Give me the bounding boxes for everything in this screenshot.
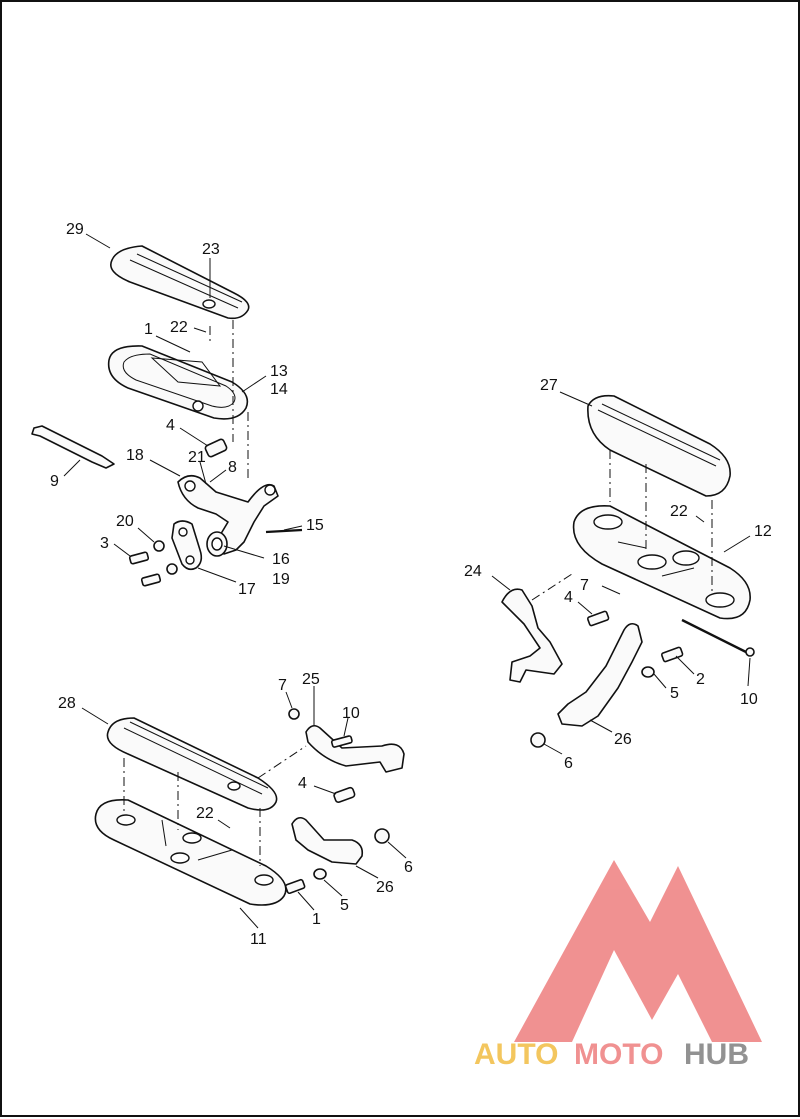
callout-7: 7: [580, 577, 589, 594]
callout-17: 17: [238, 581, 256, 598]
footboard-pad-27: [587, 394, 731, 497]
bolt-10-bottom: [330, 735, 353, 748]
callout-5: 5: [670, 685, 679, 702]
bolt-2: [660, 646, 684, 663]
automotohub-logo: AUTO MOTO HUB: [474, 860, 762, 1071]
callout-7: 7: [278, 677, 287, 694]
pin-15: [265, 528, 303, 534]
callout-22: 22: [170, 319, 188, 336]
nuts-20: [153, 540, 178, 575]
screw-1-bottom: [284, 878, 306, 895]
callout-24: 24: [464, 563, 482, 580]
callout-13: 13: [270, 363, 288, 380]
screw-4-bottom: [333, 786, 356, 804]
callout-4: 4: [564, 589, 573, 606]
bracket-18: [177, 474, 279, 555]
footboard-pan-12: [572, 505, 751, 620]
nut-6-bottom: [374, 828, 390, 844]
nut-6-right: [530, 732, 546, 748]
callout-11: 11: [250, 931, 267, 948]
footboard-pad-28: [106, 717, 278, 811]
callout-25: 25: [302, 671, 320, 688]
callout-6: 6: [404, 859, 413, 876]
bracket-25: [305, 724, 405, 773]
logo-text-moto: MOTO: [574, 1038, 663, 1071]
bolt-10-right: [681, 618, 755, 657]
callout-8: 8: [228, 459, 237, 476]
callout-18: 18: [126, 447, 144, 464]
callout-4: 4: [166, 417, 175, 434]
callout-1: 1: [312, 911, 321, 928]
logo-text-hub: HUB: [684, 1038, 749, 1071]
footboard-pad-29: [110, 245, 250, 320]
callout-14: 14: [270, 381, 288, 398]
link-17: [171, 520, 203, 571]
bracket-24: [501, 588, 563, 683]
callout-20: 20: [116, 513, 134, 530]
screws-3: [128, 551, 162, 587]
callout-22: 22: [670, 503, 688, 520]
logo-text-auto: AUTO: [474, 1038, 558, 1071]
callout-28: 28: [58, 695, 76, 712]
bracket-26-right: [557, 622, 643, 727]
callout-5: 5: [340, 897, 349, 914]
footboard-pan-11: [94, 798, 287, 906]
screw-4-top: [204, 438, 228, 458]
callout-22: 22: [196, 805, 214, 822]
nut-7-bottom: [288, 708, 300, 720]
callout-2: 2: [696, 671, 705, 688]
callout-26: 26: [614, 731, 632, 748]
screw-4-right: [586, 610, 610, 627]
callout-15: 15: [306, 517, 324, 534]
callout-16: 16: [272, 551, 290, 568]
callout-19: 19: [272, 571, 290, 588]
leader-lines: [63, 233, 751, 929]
washer-5-right: [641, 666, 655, 678]
bracket-26-bottom: [291, 816, 364, 865]
callout-4: 4: [298, 775, 307, 792]
callout-3: 3: [100, 535, 109, 552]
callout-23: 23: [202, 241, 220, 258]
callout-27: 27: [540, 377, 558, 394]
footboard-pan-13-14: [107, 345, 249, 420]
clamp-16-19: [206, 531, 228, 557]
callout-21: 21: [188, 449, 206, 466]
washer-5-bottom: [313, 868, 327, 880]
logo-triangle-mark: [514, 860, 762, 1042]
callout-1: 1: [144, 321, 153, 338]
callout-10: 10: [740, 691, 758, 708]
callout-labels: 29 23 1 22 13 14 4 18 21 8 9 20 3 15 16 …: [50, 221, 772, 948]
callout-12: 12: [754, 523, 772, 540]
callout-29: 29: [66, 221, 84, 238]
callout-9: 9: [50, 473, 59, 490]
plate-9: [31, 425, 115, 469]
callout-10: 10: [342, 705, 360, 722]
callout-26: 26: [376, 879, 394, 896]
callout-6: 6: [564, 755, 573, 772]
